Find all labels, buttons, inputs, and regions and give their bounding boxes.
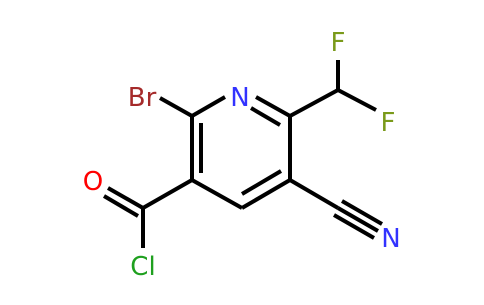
atom-label-cl: Cl [130,252,155,282]
atom-label-o: O [83,167,103,197]
bond-cn-triple-c [333,213,375,240]
bond-cn-triple-b [341,199,383,226]
bond-c5-c4-double [240,169,283,196]
atom-label-f-top: F [331,28,346,58]
atom-label-f-right: F [381,108,396,138]
bond-c2-n1 [191,95,226,118]
bond-c4-c3 [191,178,243,210]
bond-c5-cn [288,178,340,210]
bond-n1-c6 [255,95,291,118]
bond-c-o-double [102,194,140,218]
atom-label-n-ring: N [230,83,249,113]
bond-c6-chf2 [289,88,339,118]
bond-n1-c6-double [249,106,282,127]
bond-cn-triple-a [337,206,379,233]
bond-c3-cocl [142,178,193,210]
atom-label-br: Br [128,83,157,113]
bond-c5-c4 [240,178,292,210]
bond-c2-br [159,96,193,118]
bond-c-o [107,186,144,210]
atom-label-n-nitrile: N [381,224,400,254]
bond-c-f2 [337,88,377,112]
